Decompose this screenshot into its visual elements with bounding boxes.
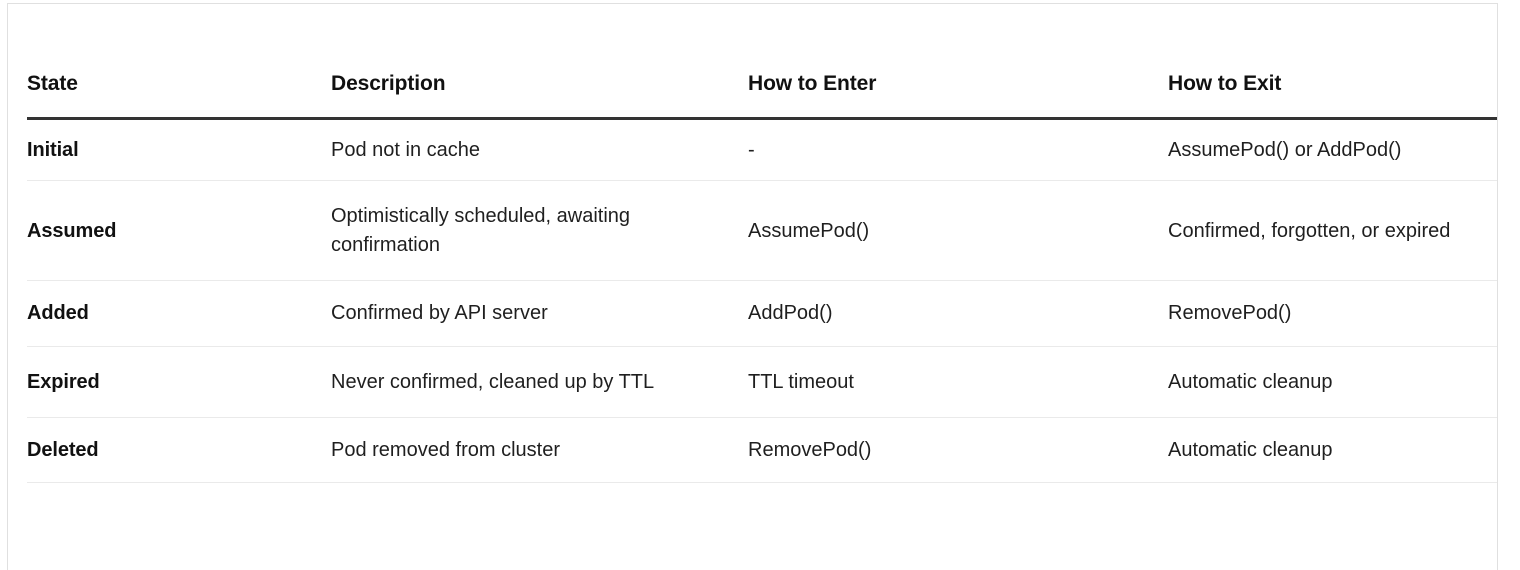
cell-description: Optimistically scheduled, awaiting confi… — [331, 180, 748, 282]
cell-state: Initial — [27, 118, 331, 182]
cell-how-to-exit: AssumePod() or AddPod() — [1168, 118, 1497, 182]
cell-how-to-enter: TTL timeout — [748, 346, 1168, 418]
column-header-description: Description — [331, 4, 748, 120]
cell-how-to-exit: RemovePod() — [1168, 280, 1497, 347]
table-scroll-area[interactable]: State Description How to Enter How to Ex… — [8, 4, 1497, 570]
table-row: Assumed Optimistically scheduled, awaiti… — [27, 180, 1497, 282]
column-header-how-to-enter: How to Enter — [748, 4, 1168, 120]
cell-how-to-exit: Automatic cleanup — [1168, 346, 1497, 418]
table-header-row: State Description How to Enter How to Ex… — [27, 4, 1497, 120]
table-header: State Description How to Enter How to Ex… — [27, 4, 1497, 120]
table-row: Added Confirmed by API server AddPod() R… — [27, 280, 1497, 347]
cell-how-to-enter: RemovePod() — [748, 417, 1168, 484]
cell-how-to-enter: - — [748, 118, 1168, 182]
table-row: Initial Pod not in cache - AssumePod() o… — [27, 118, 1497, 182]
cell-how-to-enter: AssumePod() — [748, 180, 1168, 282]
cell-state: Deleted — [27, 417, 331, 484]
column-header-state: State — [27, 4, 331, 120]
table-panel: State Description How to Enter How to Ex… — [7, 3, 1498, 570]
cell-description: Confirmed by API server — [331, 280, 748, 347]
cell-state: Added — [27, 280, 331, 347]
pod-cache-state-table: State Description How to Enter How to Ex… — [27, 4, 1497, 484]
column-header-how-to-exit: How to Exit — [1168, 4, 1497, 120]
table-body: Initial Pod not in cache - AssumePod() o… — [27, 118, 1497, 484]
table-row: Deleted Pod removed from cluster RemoveP… — [27, 417, 1497, 484]
cell-how-to-enter: AddPod() — [748, 280, 1168, 347]
cell-state: Expired — [27, 346, 331, 418]
cell-description: Pod removed from cluster — [331, 417, 748, 484]
cell-state: Assumed — [27, 180, 331, 282]
cell-description: Pod not in cache — [331, 118, 748, 182]
cell-how-to-exit: Automatic cleanup — [1168, 417, 1497, 484]
table-row: Expired Never confirmed, cleaned up by T… — [27, 346, 1497, 418]
cell-how-to-exit: Confirmed, forgotten, or expired — [1168, 180, 1497, 282]
cell-description: Never confirmed, cleaned up by TTL — [331, 346, 748, 418]
